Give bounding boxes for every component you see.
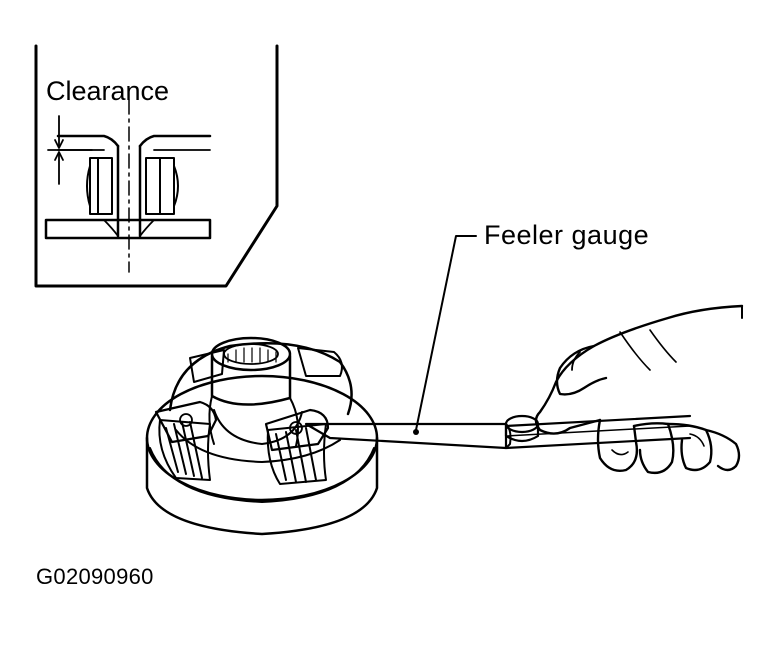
inset-gear-left (86, 157, 113, 215)
retainer-tab-rear (297, 347, 343, 377)
carrier-plate (168, 341, 353, 416)
retainer-tab-right (264, 408, 330, 452)
outer-ring-body (145, 436, 379, 536)
finger-middle (632, 422, 675, 475)
hub (210, 354, 292, 406)
gear-carrier-assembly (145, 336, 379, 536)
feeler-gauge (304, 414, 692, 450)
hand (534, 304, 744, 475)
retainer-tab-rear-left (189, 349, 225, 383)
hub-top (210, 336, 292, 372)
feeler-gauge-blade (304, 422, 508, 450)
figure-id-label: G02090960 (36, 564, 154, 589)
inset-upper-plate (56, 134, 212, 148)
clearance-label: Clearance (46, 76, 170, 106)
inset-gear-right (145, 157, 179, 215)
thumb (555, 344, 608, 396)
feeler-gauge-label: Feeler gauge (484, 220, 650, 250)
finger-little (704, 428, 741, 472)
hand-outline (534, 304, 744, 435)
inset-detail (34, 44, 279, 288)
inset-shaft (116, 144, 142, 238)
clearance-dimension (47, 115, 93, 185)
inset-frame (34, 44, 279, 288)
finger-ring (666, 422, 713, 472)
inset-lower-plate (44, 218, 212, 240)
pinion-gear-right (266, 423, 327, 485)
finger-index (596, 418, 639, 472)
feeler-gauge-leader (415, 235, 477, 431)
